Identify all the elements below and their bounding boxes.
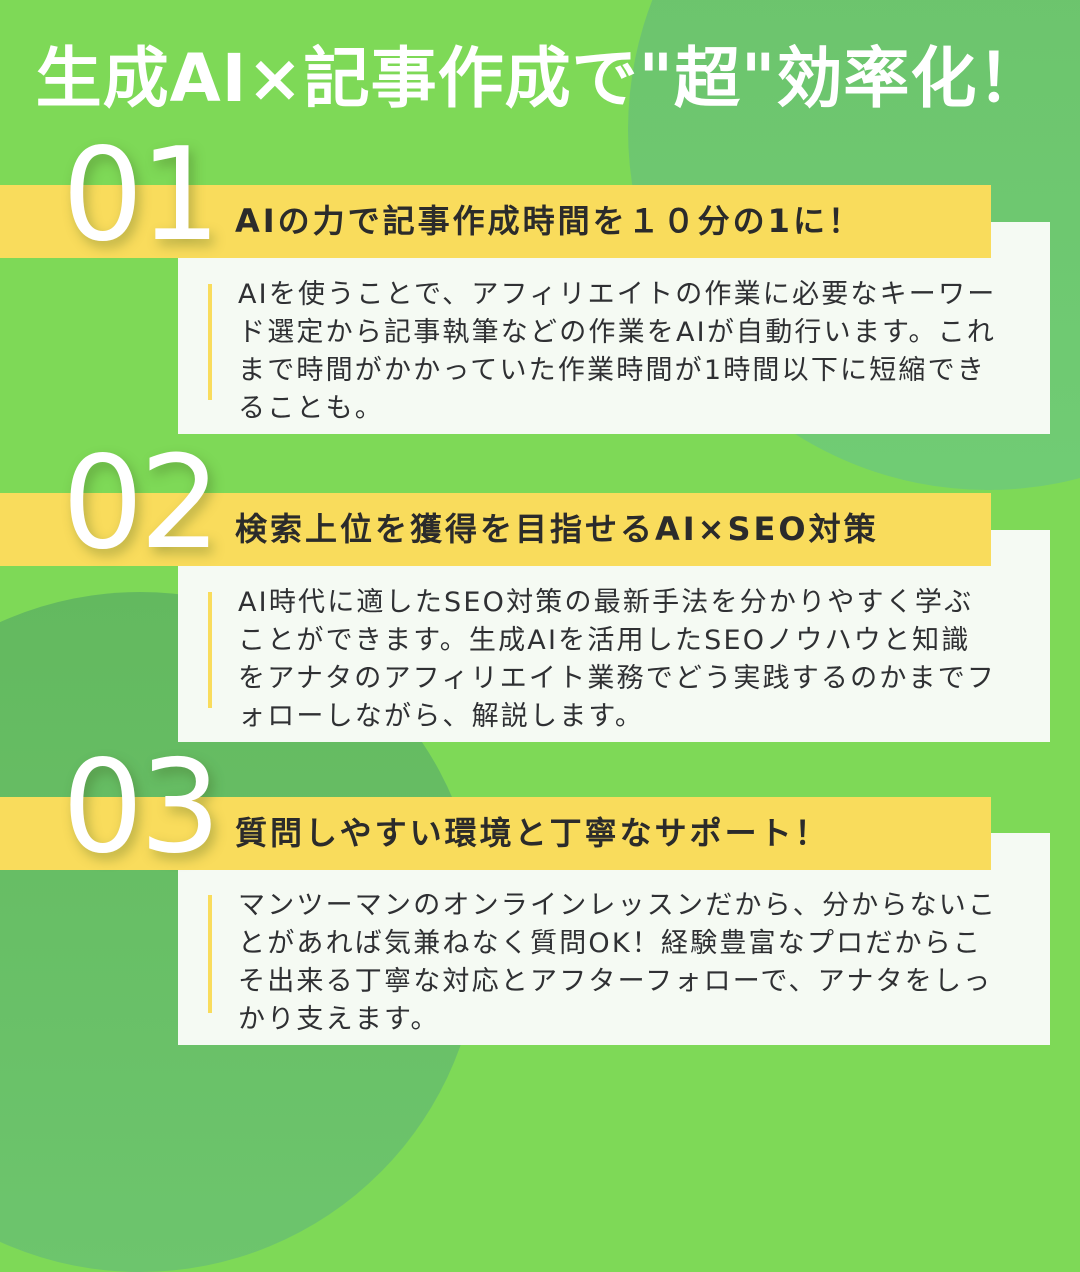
section-heading: 検索上位を獲得を目指せるAI×SEO対策	[235, 510, 879, 548]
page-title: 生成AI×記事作成で"超"効率化！	[35, 40, 1045, 117]
section-number: 03	[62, 733, 221, 882]
accent-line	[208, 895, 212, 1013]
section-number: 01	[62, 121, 221, 270]
accent-line	[208, 592, 212, 708]
heading-bar	[0, 185, 991, 258]
section-body: マンツーマンのオンラインレッスンだから、分からないことがあれば気兼ねなく質問OK…	[238, 890, 998, 1035]
heading-bar	[0, 493, 991, 566]
section-heading: 質問しやすい環境と丁寧なサポート！	[235, 814, 830, 852]
section-number: 02	[62, 429, 221, 578]
section-body: AI時代に適したSEO対策の最新手法を分かりやすく学ぶことができます。生成AIを…	[238, 587, 997, 732]
heading-bar	[0, 797, 991, 870]
section-heading: AIの力で記事作成時間を１０分の1に！	[235, 202, 863, 240]
accent-line	[208, 284, 212, 400]
section-body: AIを使うことで、アフィリエイトの作業に必要なキーワード選定から記事執筆などの作…	[238, 279, 997, 424]
